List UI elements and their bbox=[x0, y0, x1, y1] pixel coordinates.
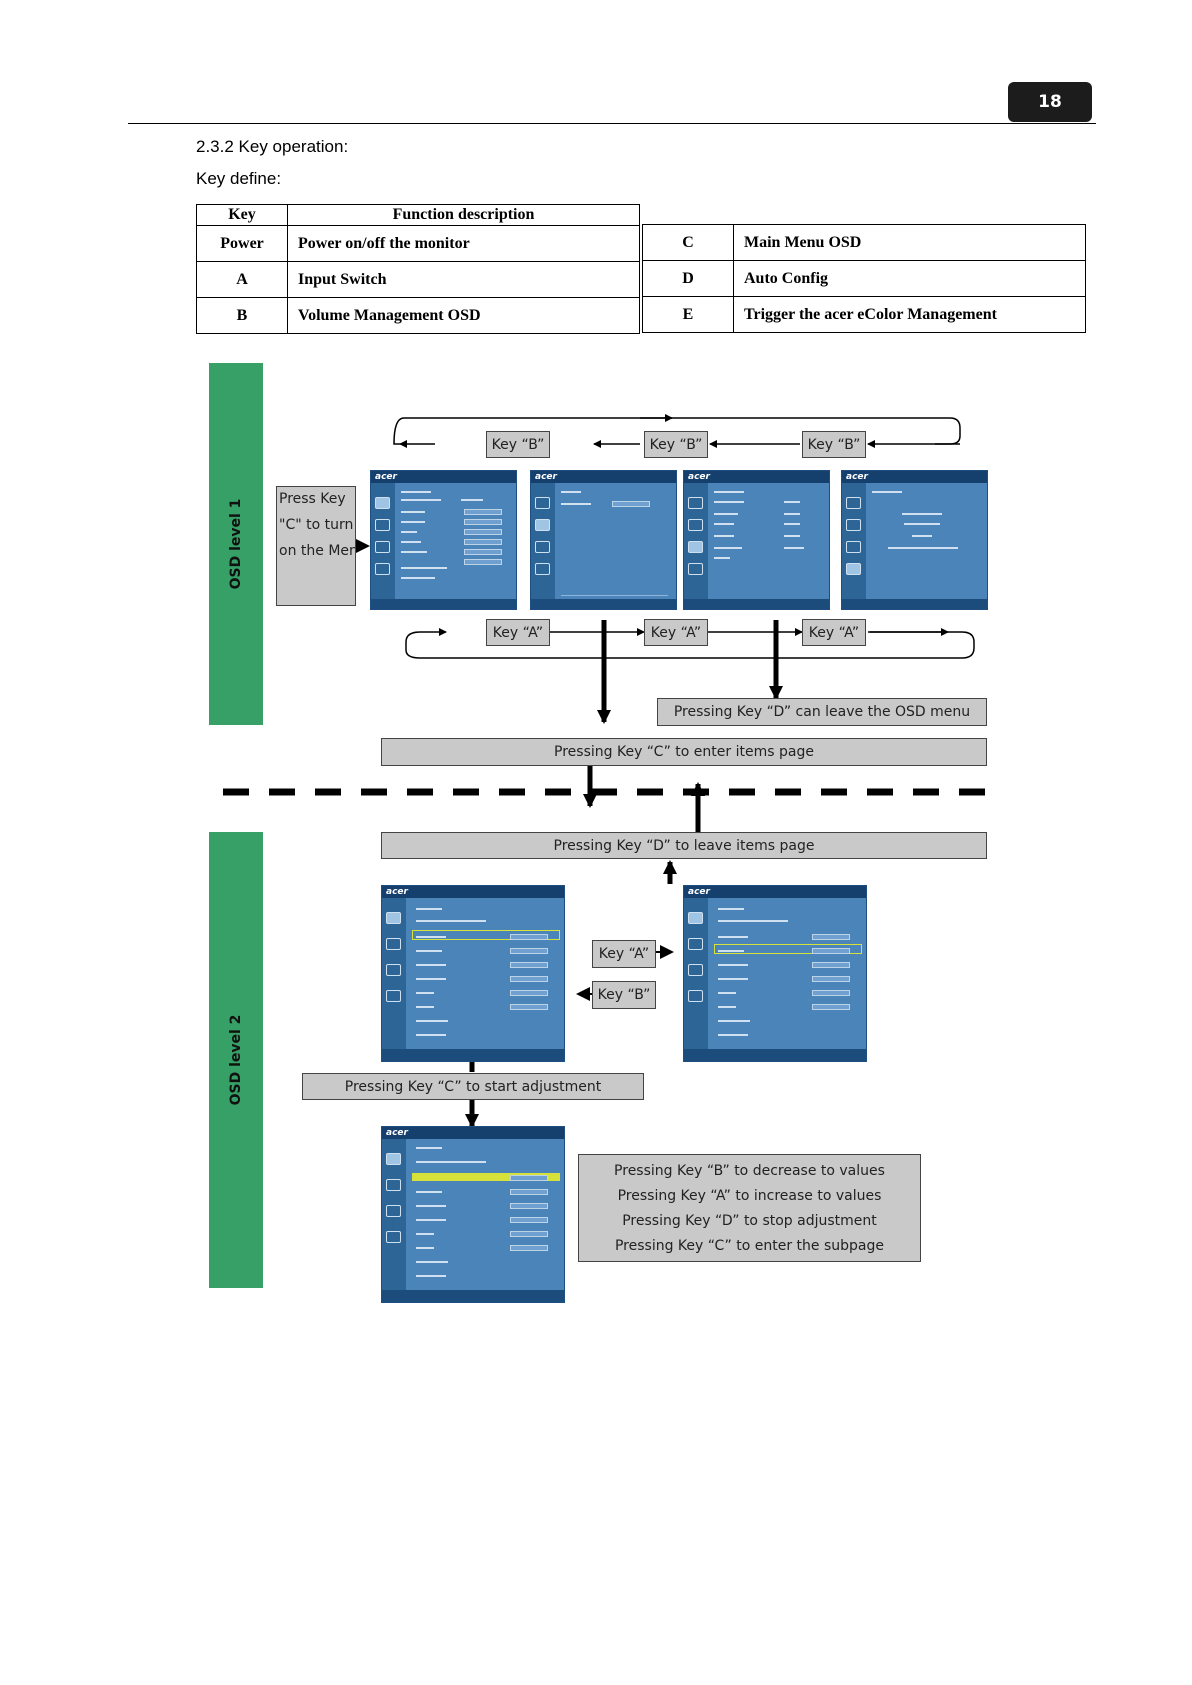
table-row: D Auto Config bbox=[642, 260, 1086, 297]
key-b-label: Key “B” bbox=[486, 431, 550, 458]
table-header-key: Key bbox=[196, 204, 288, 226]
press-d-leave-osd: Pressing Key “D” can leave the OSD menu bbox=[657, 698, 987, 726]
function-cell: Main Menu OSD bbox=[733, 224, 1086, 261]
key-b-label: Key “B” bbox=[592, 981, 656, 1009]
osd-level-2-band: OSD level 2 bbox=[209, 832, 263, 1288]
table-row: E Trigger the acer eColor Management bbox=[642, 296, 1086, 333]
header-rule bbox=[128, 123, 1096, 124]
function-cell: Trigger the acer eColor Management bbox=[733, 296, 1086, 333]
key-b-label: Key “B” bbox=[802, 431, 866, 458]
key-b-label: Key “B” bbox=[644, 431, 708, 458]
acer-logo: acer bbox=[386, 887, 408, 897]
press-key-c-note: Press Key "C" to turn on the Menu bbox=[276, 486, 356, 606]
note-line: "C" to turn bbox=[279, 517, 354, 533]
note-line: on the Menu bbox=[279, 543, 355, 559]
instruction-line: Pressing Key “B” to decrease to values bbox=[614, 1162, 885, 1179]
osd-level-1-band: OSD level 1 bbox=[209, 363, 263, 725]
osd-screen-setting: acer bbox=[683, 470, 830, 610]
key-a-label: Key “A” bbox=[592, 940, 656, 968]
acer-logo: acer bbox=[386, 1128, 408, 1138]
key-cell: Power bbox=[196, 225, 288, 262]
key-b-loop-line bbox=[393, 417, 961, 445]
press-c-enter-items: Pressing Key “C” to enter items page bbox=[381, 738, 987, 766]
instruction-line: Pressing Key “D” to stop adjustment bbox=[622, 1212, 877, 1229]
acer-logo: acer bbox=[688, 472, 710, 482]
osd-items-page-next: acer bbox=[683, 885, 867, 1062]
key-a-label: Key “A” bbox=[802, 619, 866, 646]
key-define-label: Key define: bbox=[196, 169, 282, 188]
function-cell: Input Switch bbox=[287, 261, 640, 298]
osd-adjustment-page: acer bbox=[381, 1126, 565, 1303]
press-c-start-adjustment: Pressing Key “C” to start adjustment bbox=[302, 1073, 644, 1100]
note-line: Press Key bbox=[279, 491, 346, 507]
acer-logo: acer bbox=[535, 472, 557, 482]
instruction-line: Pressing Key “C” to enter the subpage bbox=[614, 1237, 884, 1254]
key-cell: C bbox=[642, 224, 734, 261]
key-a-label: Key “A” bbox=[486, 619, 550, 646]
osd-screen-information: acer bbox=[841, 470, 988, 610]
function-cell: Auto Config bbox=[733, 260, 1086, 297]
function-cell: Volume Management OSD bbox=[287, 297, 640, 334]
page-number: 18 bbox=[1008, 82, 1092, 122]
key-table-left: Key Function description Power Power on/… bbox=[196, 204, 640, 334]
key-a-loop-line bbox=[405, 631, 975, 659]
acer-logo: acer bbox=[846, 472, 868, 482]
press-d-leave-items: Pressing Key “D” to leave items page bbox=[381, 832, 987, 859]
key-a-label: Key “A” bbox=[644, 619, 708, 646]
adjustment-instructions: Pressing Key “B” to decrease to values P… bbox=[578, 1154, 921, 1262]
osd-screen-osd: acer bbox=[530, 470, 677, 610]
key-table-right: C Main Menu OSD D Auto Config E Trigger … bbox=[642, 224, 1086, 333]
key-cell: E bbox=[642, 296, 734, 333]
osd-items-page: acer bbox=[381, 885, 565, 1062]
key-cell: D bbox=[642, 260, 734, 297]
osd-screen-picture: acer bbox=[370, 470, 517, 610]
section-title: 2.3.2 Key operation: bbox=[196, 137, 349, 156]
instruction-line: Pressing Key “A” to increase to values bbox=[617, 1187, 882, 1204]
acer-logo: acer bbox=[688, 887, 710, 897]
table-row: C Main Menu OSD bbox=[642, 224, 1086, 261]
table-row: B Volume Management OSD bbox=[196, 297, 640, 334]
acer-logo: acer bbox=[375, 472, 397, 482]
